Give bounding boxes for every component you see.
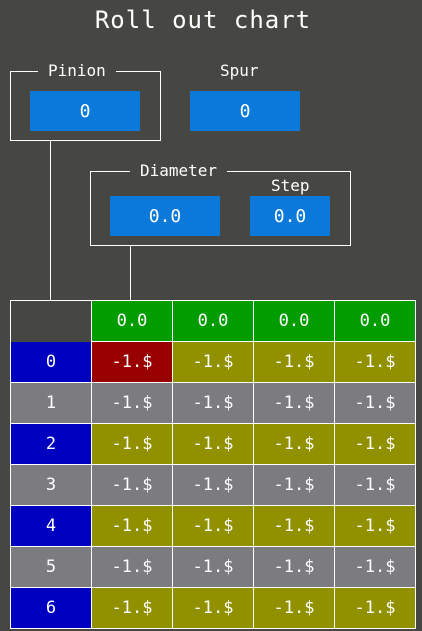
pinion-connector-line: [50, 141, 51, 301]
step-input[interactable]: 0.0: [250, 196, 330, 236]
column-header: 0.0: [173, 301, 254, 342]
table-cell[interactable]: -1.$: [254, 342, 335, 383]
table-cell[interactable]: -1.$: [335, 465, 416, 506]
table-cell[interactable]: -1.$: [92, 383, 173, 424]
row-label[interactable]: 4: [11, 506, 92, 547]
diameter-connector-line: [130, 246, 131, 301]
spur-label: Spur: [220, 61, 259, 80]
row-label[interactable]: 3: [11, 465, 92, 506]
table-row: 3 -1.$ -1.$ -1.$ -1.$: [11, 465, 416, 506]
table-row: 6 -1.$ -1.$ -1.$ -1.$: [11, 588, 416, 629]
spur-input[interactable]: 0: [190, 91, 300, 131]
table-cell[interactable]: -1.$: [254, 588, 335, 629]
row-label[interactable]: 5: [11, 547, 92, 588]
row-label[interactable]: 2: [11, 424, 92, 465]
pinion-label: Pinion: [38, 62, 116, 80]
table-cell[interactable]: -1.$: [173, 588, 254, 629]
table-row: 1 -1.$ -1.$ -1.$ -1.$: [11, 383, 416, 424]
table-row: 5 -1.$ -1.$ -1.$ -1.$: [11, 547, 416, 588]
table-cell[interactable]: -1.$: [335, 383, 416, 424]
table-cell[interactable]: -1.$: [335, 506, 416, 547]
page-title: Roll out chart: [94, 6, 312, 34]
table-cell[interactable]: -1.$: [173, 424, 254, 465]
row-label[interactable]: 6: [11, 588, 92, 629]
table-cell[interactable]: -1.$: [92, 465, 173, 506]
column-header: 0.0: [335, 301, 416, 342]
table-row: 4 -1.$ -1.$ -1.$ -1.$: [11, 506, 416, 547]
table-cell[interactable]: -1.$: [92, 547, 173, 588]
table-cell[interactable]: -1.$: [173, 506, 254, 547]
table-cell[interactable]: -1.$: [335, 342, 416, 383]
column-header: 0.0: [91, 301, 173, 342]
table-cell[interactable]: -1.$: [254, 465, 335, 506]
table-row: 0 -1.$ -1.$ -1.$ -1.$: [11, 342, 416, 383]
table-cell[interactable]: -1.$: [254, 424, 335, 465]
table-cell[interactable]: -1.$: [92, 424, 173, 465]
table-cell[interactable]: -1.$: [173, 547, 254, 588]
column-header-row: 0.0 0.0 0.0 0.0: [91, 301, 416, 342]
table-cell[interactable]: -1.$: [335, 547, 416, 588]
table-cell[interactable]: -1.$: [173, 465, 254, 506]
diameter-label: Diameter: [130, 162, 228, 180]
rollout-table: 0.0 0.0 0.0 0.0 0 -1.$ -1.$ -1.$ -1.$ 1 …: [10, 300, 416, 629]
table-cell-selected[interactable]: -1.$: [92, 342, 173, 383]
table-cell[interactable]: -1.$: [92, 506, 173, 547]
step-label: Step: [271, 176, 310, 195]
pinion-input[interactable]: 0: [30, 91, 140, 131]
table-row: 2 -1.$ -1.$ -1.$ -1.$: [11, 424, 416, 465]
table-cell[interactable]: -1.$: [254, 547, 335, 588]
row-label[interactable]: 0: [11, 342, 92, 383]
row-label[interactable]: 1: [11, 383, 92, 424]
table-cell[interactable]: -1.$: [254, 506, 335, 547]
table-cell[interactable]: -1.$: [173, 342, 254, 383]
table-cell[interactable]: -1.$: [335, 424, 416, 465]
table-cell[interactable]: -1.$: [92, 588, 173, 629]
table-cell[interactable]: -1.$: [335, 588, 416, 629]
column-header: 0.0: [254, 301, 335, 342]
diameter-input[interactable]: 0.0: [110, 196, 220, 236]
table-cell[interactable]: -1.$: [173, 383, 254, 424]
table-cell[interactable]: -1.$: [254, 383, 335, 424]
